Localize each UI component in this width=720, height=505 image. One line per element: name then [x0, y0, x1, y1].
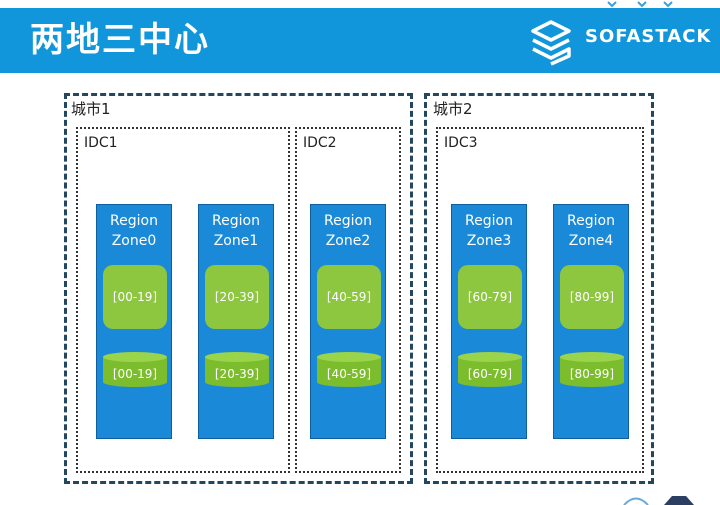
idc-2-box — [295, 127, 401, 473]
header-bar: 两地三中心 SOFASTACK — [0, 8, 720, 73]
disk-range: [40-59] — [326, 367, 372, 381]
idc-1-box — [76, 127, 290, 473]
shard-range: [20-39] — [205, 265, 269, 329]
city-2-label: 城市2 — [433, 100, 473, 118]
database-disk: [80-99] — [560, 352, 624, 392]
shard-range: [60-79] — [458, 265, 522, 329]
brand-name: SOFASTACK — [585, 26, 712, 47]
idc-3-box — [436, 127, 644, 473]
sofastack-logo-icon — [531, 20, 571, 66]
page-title: 两地三中心 — [30, 20, 210, 60]
city-2-box — [424, 93, 654, 484]
disk-range: [80-99] — [569, 367, 615, 381]
database-disk: [00-19] — [103, 352, 167, 392]
city-1-box — [64, 93, 413, 484]
disk-range: [60-79] — [467, 367, 513, 381]
database-disk: [60-79] — [458, 352, 522, 392]
idc-3-label: IDC3 — [444, 135, 478, 151]
shard-range: [00-19] — [103, 265, 167, 329]
idc-2-label: IDC2 — [303, 135, 337, 151]
disk-range: [00-19] — [112, 367, 158, 381]
shard-range: [80-99] — [560, 265, 624, 329]
city-1-label: 城市1 — [71, 100, 111, 118]
database-disk: [20-39] — [205, 352, 269, 392]
decoration-marks — [607, 1, 673, 8]
database-disk: [40-59] — [317, 352, 381, 392]
shard-range: [40-59] — [317, 265, 381, 329]
partial-badge-icons — [623, 496, 694, 505]
disk-range: [20-39] — [214, 367, 260, 381]
idc-1-label: IDC1 — [84, 135, 118, 151]
